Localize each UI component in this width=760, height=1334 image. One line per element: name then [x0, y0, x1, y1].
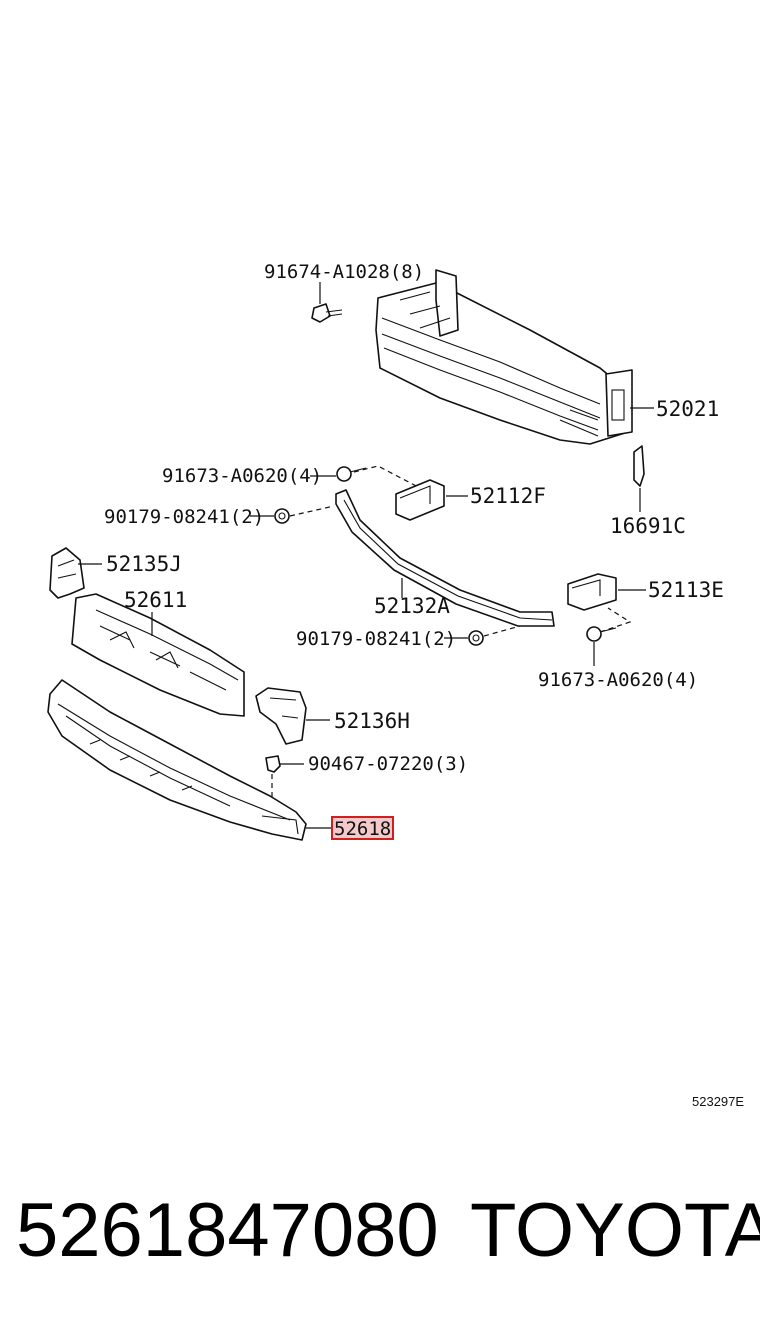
bracket-52113e[interactable] [567, 573, 646, 611]
bolt-91673-left[interactable] [310, 466, 367, 482]
callout-clip-90467[interactable]: 90467-07220(3) [308, 753, 468, 775]
callout-bolt-91674[interactable]: 91674-A1028(8) [264, 261, 424, 283]
clip-16691c[interactable] [633, 445, 645, 512]
footer-brand: TOYOTA [470, 1188, 760, 1273]
retainer-52136h[interactable] [255, 687, 330, 745]
bolt-91673-right[interactable] [586, 626, 617, 666]
nut-90179-left[interactable] [250, 508, 290, 524]
callout-bracket-52113e[interactable]: 52113E [648, 578, 724, 602]
callout-reinforcement-52021[interactable]: 52021 [656, 397, 719, 421]
highlight-box [331, 816, 394, 840]
bracket-52112f[interactable] [395, 479, 468, 521]
callout-bolt-91673-right[interactable]: 91673-A0620(4) [538, 669, 698, 691]
callout-absorber-52611[interactable]: 52611 [124, 588, 187, 612]
callout-bolt-91673-left[interactable]: 91673-A0620(4) [162, 465, 322, 487]
absorber-52611[interactable] [71, 593, 245, 717]
nut-90179-right[interactable] [444, 630, 484, 646]
callout-retainer-52135j[interactable]: 52135J [106, 552, 182, 576]
callout-nut-90179-right[interactable]: 90179-08241(2) [296, 628, 456, 650]
support-52132a[interactable] [335, 489, 555, 627]
bolt-91674[interactable] [311, 282, 343, 323]
reinforcement-beam-52021[interactable] [375, 269, 633, 445]
callout-lower-absorber-52618[interactable]: 52618 [334, 818, 391, 840]
retainer-52135j[interactable] [49, 547, 102, 599]
footer-part-number: 5261847080 [16, 1188, 439, 1273]
reference-code: 523297E [692, 1094, 744, 1109]
callout-support-52132a[interactable]: 52132A [374, 594, 450, 618]
callout-retainer-52136h[interactable]: 52136H [334, 709, 410, 733]
callout-bracket-52112f[interactable]: 52112F [470, 484, 546, 508]
callout-nut-90179-left[interactable]: 90179-08241(2) [104, 506, 264, 528]
clip-90467[interactable] [265, 755, 304, 773]
callout-clip-16691c[interactable]: 16691C [610, 514, 686, 538]
lower-absorber-52618[interactable] [47, 679, 332, 841]
